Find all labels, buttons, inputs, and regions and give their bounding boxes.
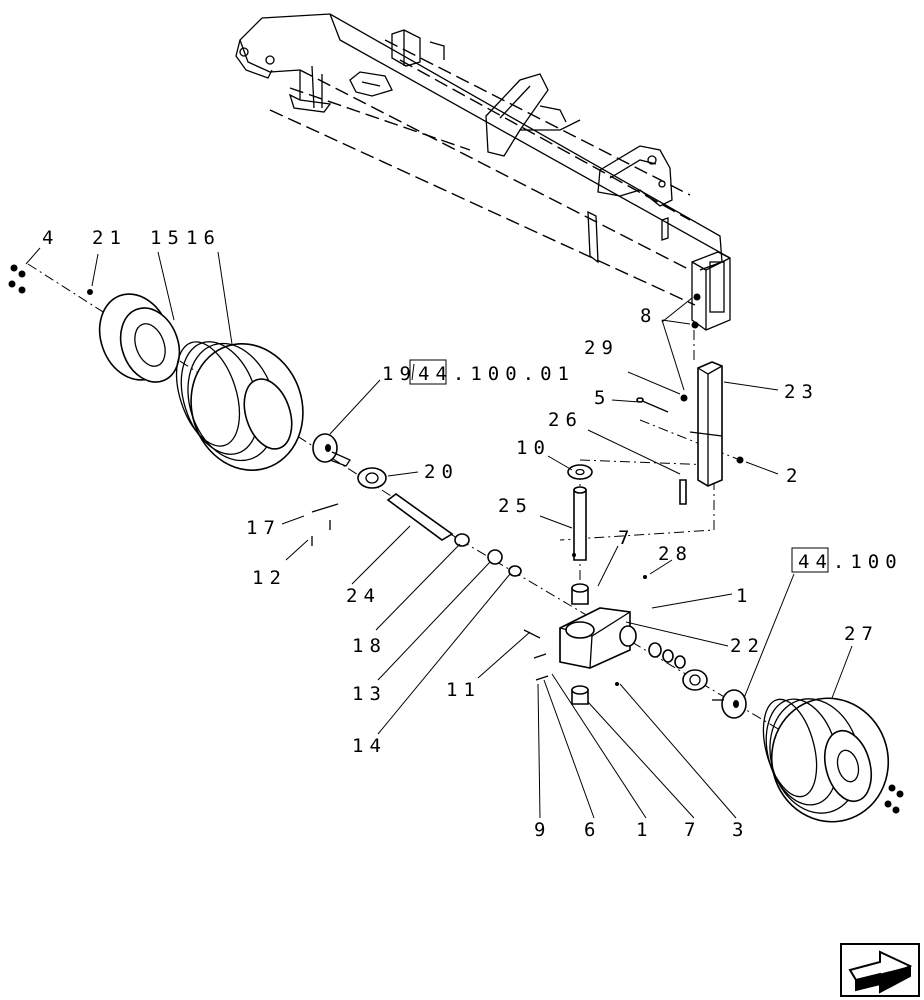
callout-3: 3: [732, 819, 749, 841]
callout-7b: 7: [684, 819, 701, 841]
next-page-arrow-icon[interactable]: [840, 943, 920, 997]
caster-assembly: [523, 464, 708, 705]
callout-16: 16: [186, 227, 221, 249]
callout-14: 14: [352, 735, 387, 757]
callout-27: 27: [844, 623, 879, 645]
callout-labels: 4 21 15 16 19 20 17 12 24 18 13 14 10 25…: [42, 227, 879, 841]
callout-18: 18: [352, 635, 387, 657]
callout-2: 2: [786, 465, 803, 487]
callout-24: 24: [346, 585, 381, 607]
callout-11: 11: [446, 679, 481, 701]
callout-6: 6: [584, 819, 601, 841]
callout-17: 17: [246, 517, 281, 539]
reference-label-2: 44.100: [798, 551, 903, 573]
callout-12: 12: [252, 567, 287, 589]
callout-29: 29: [584, 337, 619, 359]
callout-28: 28: [658, 543, 693, 565]
callout-21: 21: [92, 227, 127, 249]
callout-1b: 1: [636, 819, 653, 841]
reference-label-1: 44.100.01: [418, 363, 575, 385]
page-reference-1[interactable]: 44.100.01: [409, 359, 575, 385]
callout-26: 26: [548, 409, 583, 431]
frame-assembly: [235, 13, 731, 331]
callout-19: 19: [382, 363, 417, 385]
callout-7a: 7: [618, 527, 635, 549]
callout-8: 8: [640, 305, 657, 327]
callout-13: 13: [352, 683, 387, 705]
callout-20: 20: [424, 461, 459, 483]
callout-1a: 1: [736, 585, 753, 607]
lug-nuts-icon: [884, 784, 904, 814]
callout-23: 23: [784, 381, 819, 403]
callout-15: 15: [150, 227, 185, 249]
callout-22: 22: [730, 635, 765, 657]
callout-25: 25: [498, 495, 533, 517]
leader-lines: [25, 247, 853, 819]
left-wheel-assembly: [8, 264, 522, 577]
callout-9: 9: [534, 819, 551, 841]
lug-nuts-icon: [8, 264, 26, 294]
callout-4: 4: [42, 227, 59, 249]
right-wheel-assembly: [712, 689, 904, 823]
standpost-assembly: [636, 361, 744, 505]
page-reference-2[interactable]: 44.100: [791, 547, 903, 573]
callout-5: 5: [594, 387, 611, 409]
callout-10: 10: [516, 437, 551, 459]
